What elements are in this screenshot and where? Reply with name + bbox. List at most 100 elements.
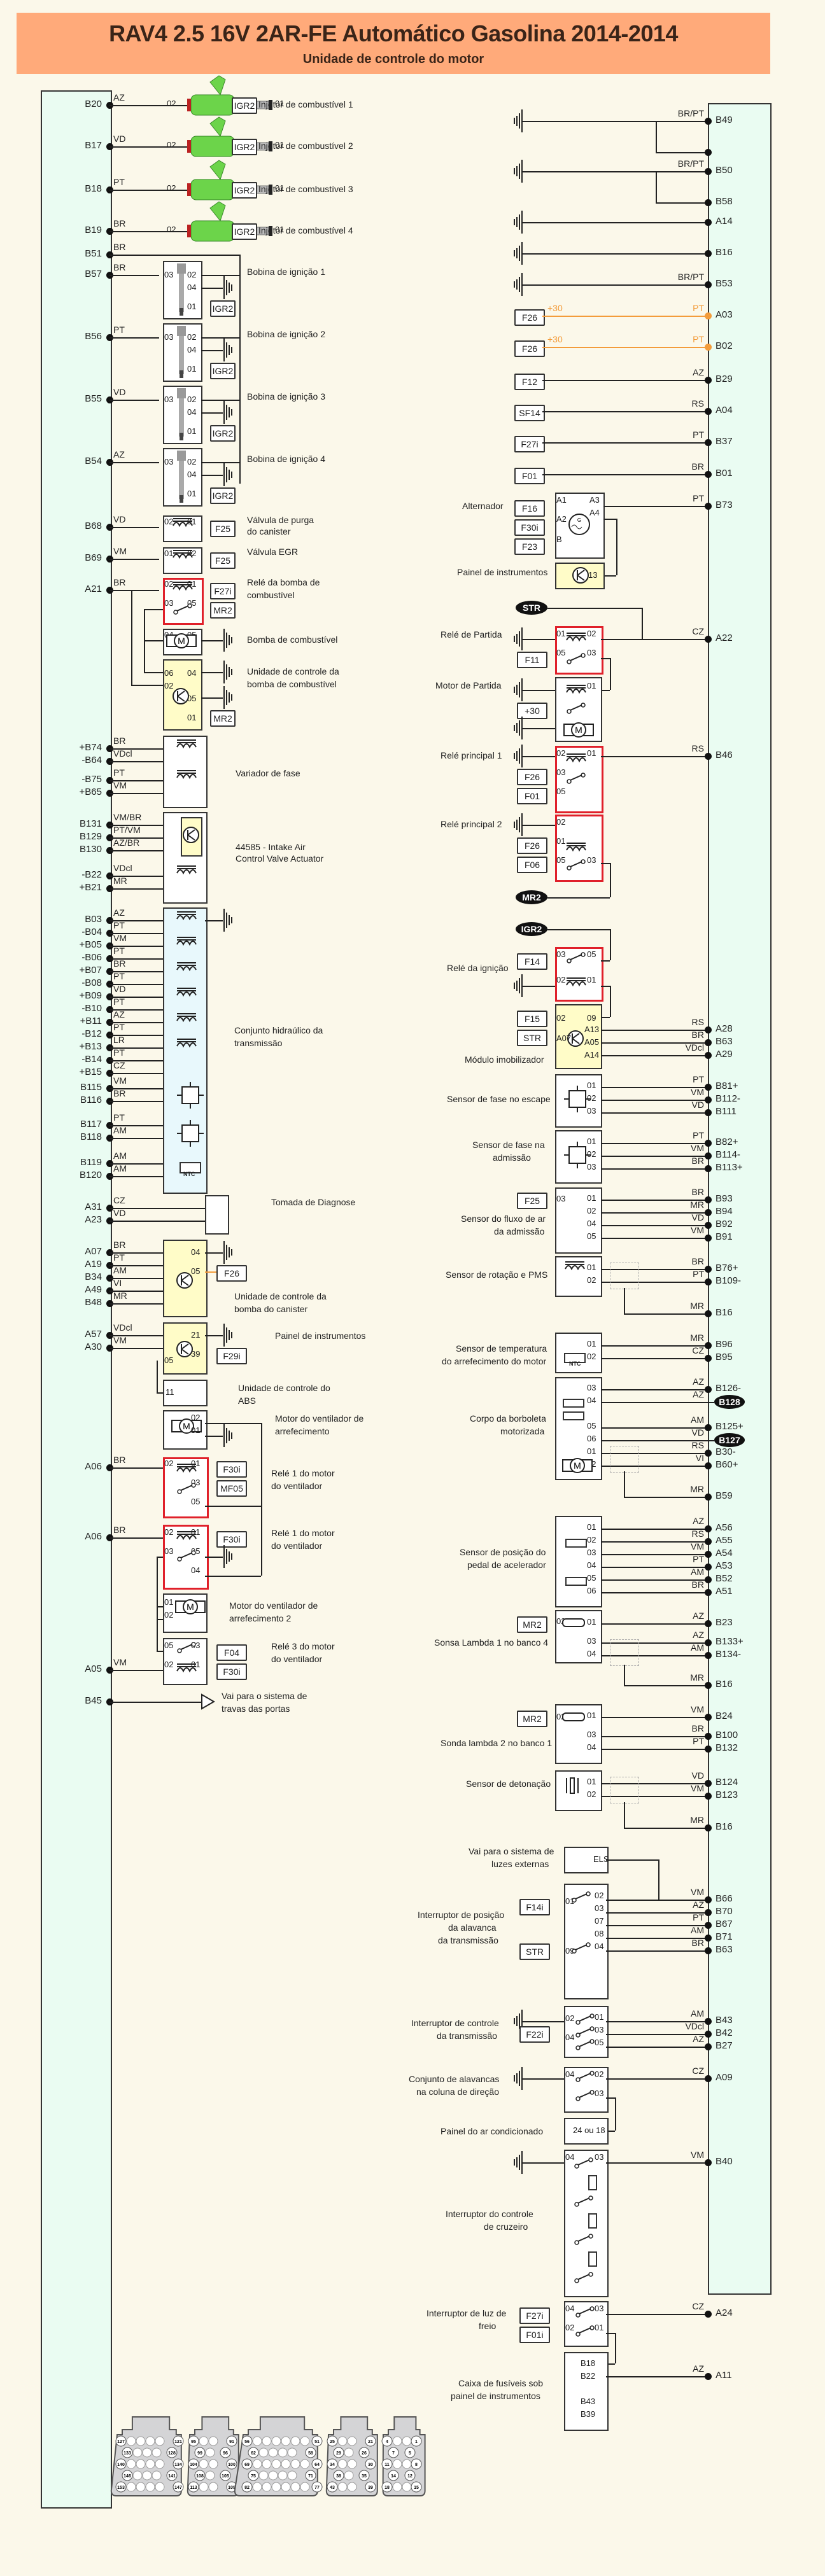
trans-hydraulic-15-wire — [109, 1125, 163, 1126]
phase-variator-1-wire — [109, 761, 163, 762]
purge-valve-wire — [109, 527, 159, 528]
svg-text:30: 30 — [368, 2463, 373, 2467]
brake-fuse-2[interactable]: F01i — [519, 2327, 550, 2343]
svg-text:109: 109 — [228, 2486, 236, 2490]
fr1-fuse-1[interactable]: F30i — [216, 1461, 247, 1478]
cam-sensor-exhaust-2-wire-color: VD — [691, 1100, 704, 1110]
shift-fuse-1[interactable]: F14i — [519, 1899, 550, 1915]
main1-fuse-2[interactable]: F01 — [517, 788, 547, 804]
fpr-fuse-2[interactable]: MR2 — [210, 602, 236, 619]
throttle-body-0-pin-dot — [705, 1386, 712, 1393]
injector-2-wire — [109, 146, 195, 148]
tcs-fuse[interactable]: F22i — [519, 2026, 550, 2043]
main2-fuse-2[interactable]: F06 — [517, 857, 547, 873]
start-relay-fuse[interactable]: F11 — [517, 652, 547, 668]
coil-2-fuse[interactable]: IGR2 — [210, 363, 236, 379]
purge-p-a: 02 — [164, 517, 174, 526]
shift-fuse-2[interactable]: STR — [519, 1943, 550, 1960]
injector-4-fuse[interactable]: IGR2 — [232, 223, 257, 240]
power-fuse-0[interactable]: F26 — [514, 309, 545, 326]
throttle-body-4-wire — [601, 1453, 708, 1454]
brake-fuse-1[interactable]: F27i — [519, 2307, 550, 2324]
svg-text:134: 134 — [174, 2463, 182, 2467]
alternator-fuse-2[interactable]: F23 — [514, 538, 545, 555]
connector-pin-69: 69 — [241, 2458, 253, 2470]
cluster-fuse[interactable]: F29i — [216, 1348, 247, 1364]
trans-hydraulic-14-wire-color: BR — [113, 1088, 126, 1098]
ign-relay-fuse[interactable]: F14 — [517, 953, 547, 970]
o2-sensor-bank1-0-wire-color: VM — [691, 1704, 704, 1714]
shift-3-pin-dot — [705, 1935, 712, 1942]
connector-pin-34: 34 — [327, 2458, 338, 2470]
o2b-fuse[interactable]: MR2 — [517, 1711, 547, 1727]
immo-fuse-1[interactable]: F15 — [517, 1011, 547, 1027]
coil-4-fuse[interactable]: IGR2 — [210, 487, 236, 504]
coil-3-fuse[interactable]: IGR2 — [210, 425, 236, 442]
trans-hydraulic-0-wire-color: AZ — [113, 907, 125, 918]
trans-hydraulic-13-wire-color: VM — [113, 1075, 127, 1086]
ir-01 — [601, 986, 610, 987]
iacv-3-wire — [109, 876, 163, 877]
coil-1-fuse[interactable]: IGR2 — [210, 300, 236, 317]
relay-coil-icon — [176, 1663, 197, 1673]
tcs-p04: 04 — [565, 2033, 575, 2042]
purge-fuse[interactable]: F25 — [210, 521, 236, 537]
feed-fuse-2[interactable]: F27i — [514, 436, 545, 452]
ecu-left-block — [41, 90, 112, 2509]
fr2-fuse-1[interactable]: F30i — [216, 1531, 247, 1548]
o2a-shield-pin-label: B16 — [716, 1679, 733, 1690]
coil-4-p04: 04 — [187, 470, 197, 479]
fusebox-wire-color: AZ — [693, 2363, 704, 2374]
starter-fuse[interactable]: +30 — [517, 703, 547, 719]
fpecu-fuse[interactable]: MR2 — [210, 710, 236, 727]
power-fuse-1[interactable]: F26 — [514, 340, 545, 357]
fr1-fuse-2[interactable]: MF05 — [216, 1480, 247, 1497]
cam-sensor-intake-row-1-pin: 02 — [587, 1149, 596, 1159]
injector-3-fuse[interactable]: IGR2 — [232, 182, 257, 199]
trans-hydraulic-12-wire — [109, 1073, 163, 1074]
immo-label: Módulo imobilizador — [465, 1054, 544, 1065]
main1-fuse-1[interactable]: F26 — [517, 769, 547, 785]
alt-pin-a2: A2 — [556, 514, 567, 524]
injector-2-fuse[interactable]: IGR2 — [232, 139, 257, 155]
accel-pedal-sensor-4-wire-color: AM — [691, 1567, 704, 1577]
egr-fuse[interactable]: F25 — [210, 552, 236, 569]
feed-fuse-0[interactable]: F12 — [514, 374, 545, 390]
feed-fuse-1[interactable]: SF14 — [514, 405, 545, 421]
alternator-fuse-0[interactable]: F16 — [514, 500, 545, 517]
alternator-fuse-1[interactable]: F30i — [514, 519, 545, 536]
relay-switch-icon — [177, 1483, 196, 1494]
injector-1-fuse[interactable]: IGR2 — [232, 97, 257, 114]
canpump-fuse[interactable]: F26 — [216, 1265, 247, 1282]
connector-pin-56: 56 — [241, 2435, 253, 2447]
fpecu-06-wire — [144, 672, 163, 673]
o2a-fuse[interactable]: MR2 — [517, 1616, 547, 1633]
main2-fuse-1[interactable]: F26 — [517, 837, 547, 854]
immo-0-pin-dot — [705, 1026, 712, 1033]
coil-3-wire — [109, 400, 159, 401]
relay-switch-icon — [567, 773, 586, 784]
fr3-fuse-1[interactable]: F04 — [216, 1644, 247, 1661]
ground-icon — [223, 1545, 232, 1568]
solenoid-coil-icon — [176, 739, 197, 749]
ecu-ground-0-pin-label: B49 — [716, 115, 733, 125]
shift-4-pin-dot — [705, 1947, 712, 1954]
diagnostic-socket-box — [205, 1195, 229, 1235]
immo-fuse-2[interactable]: STR — [517, 1030, 547, 1046]
start-relay-wire — [601, 639, 708, 640]
fan-relay-1-wire — [109, 1467, 163, 1469]
svg-text:141: 141 — [168, 2474, 176, 2479]
fpr-fuse-1[interactable]: F27i — [210, 583, 236, 599]
injector-3-label: Injetor de combustível 3 — [258, 184, 353, 194]
maf-fuse[interactable]: F25 — [517, 1193, 547, 1209]
shield-box — [610, 1263, 639, 1289]
connector-pin-39: 39 — [365, 2481, 376, 2493]
feed-fuse-3[interactable]: F01 — [514, 468, 545, 484]
cluster-left-1-pin-label: A30 — [85, 1341, 102, 1352]
starter-label: Motor de Partida — [435, 680, 502, 690]
maf-sensor-0-pin-dot — [705, 1196, 712, 1203]
svg-text:8: 8 — [415, 2463, 418, 2467]
ir-p02: 02 — [556, 975, 566, 984]
fr3-fuse-2[interactable]: F30i — [216, 1663, 247, 1680]
